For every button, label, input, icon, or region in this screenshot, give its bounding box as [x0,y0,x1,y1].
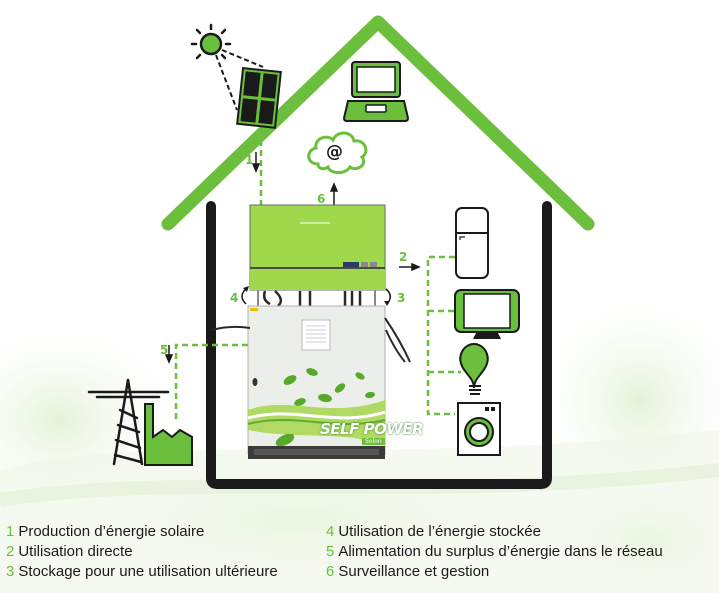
tv-icon [454,289,520,339]
inverter-unit [249,204,386,291]
house-walls [206,201,552,489]
power-pylon-icon [87,378,170,466]
flow-label-4: 4 [230,291,239,305]
arrow-right-icon [399,262,421,272]
cloud-icon [307,131,368,175]
curl-arrow-4-icon [241,288,247,305]
at-sign-icon: @ [326,142,343,162]
arrow-down-icon [164,345,174,364]
brand-logo: SELF POWER [320,420,424,438]
solar-panel-icon [236,66,282,129]
flow-label-6: 6 [317,192,326,206]
sun-icon [190,23,264,111]
factory-icon [144,403,193,466]
battery-cabinet [247,305,386,459]
arrow-up-icon [329,182,339,205]
left-cable [211,325,251,331]
flow-label-1: 1 [245,153,254,167]
brand-sub-logo: Solon [362,438,385,445]
cable-bundle [262,290,362,307]
right-cable [384,317,411,363]
laptop-icon [342,61,410,122]
flow-label-5: 5 [160,343,169,357]
house-roof [161,15,595,231]
washing-machine-icon [457,402,501,456]
arrow-down-icon [251,152,261,173]
fridge-icon [455,207,489,279]
flow-label-2: 2 [399,250,408,264]
flow-5-line [174,343,248,420]
flow-label-3: 3 [397,291,406,305]
flow-2-lines [426,255,461,416]
light-bulb-icon [459,342,489,395]
